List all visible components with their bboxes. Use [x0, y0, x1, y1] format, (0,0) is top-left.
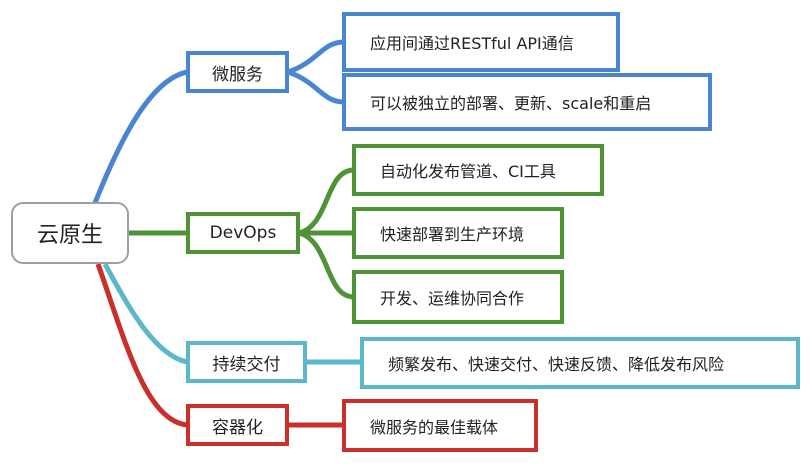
leaf-frequent-release: 频繁发布、快速交付、快速反馈、降低发布风险 [360, 337, 800, 389]
connector-microservices-leaf2 [287, 69, 345, 105]
branch-containerization: 容器化 [186, 404, 289, 446]
branch-microservices: 微服务 [186, 51, 289, 93]
leaf-restful-api: 应用间通过RESTful API通信 [342, 12, 620, 72]
leaf-dev-ops-collab: 开发、运维协同合作 [352, 270, 564, 324]
branch-devops: DevOps [186, 212, 300, 254]
connector-devops-leaf1 [298, 167, 355, 236]
connector-root-container [95, 263, 188, 428]
connector-root-microservices [92, 69, 188, 204]
leaf-fast-deploy: 快速部署到生产环境 [352, 207, 564, 259]
leaf-independent-deploy: 可以被独立的部署、更新、scale和重启 [342, 73, 712, 131]
connector-devops-leaf3 [298, 230, 355, 300]
connector-microservices-leaf1 [287, 39, 345, 75]
leaf-ci-pipeline: 自动化发布管道、CI工具 [352, 144, 604, 196]
root-node: 云原生 [11, 202, 129, 264]
connector-root-cd [102, 262, 188, 365]
branch-continuous-delivery: 持续交付 [186, 341, 307, 383]
leaf-microservice-carrier: 微服务的最佳载体 [342, 399, 538, 452]
